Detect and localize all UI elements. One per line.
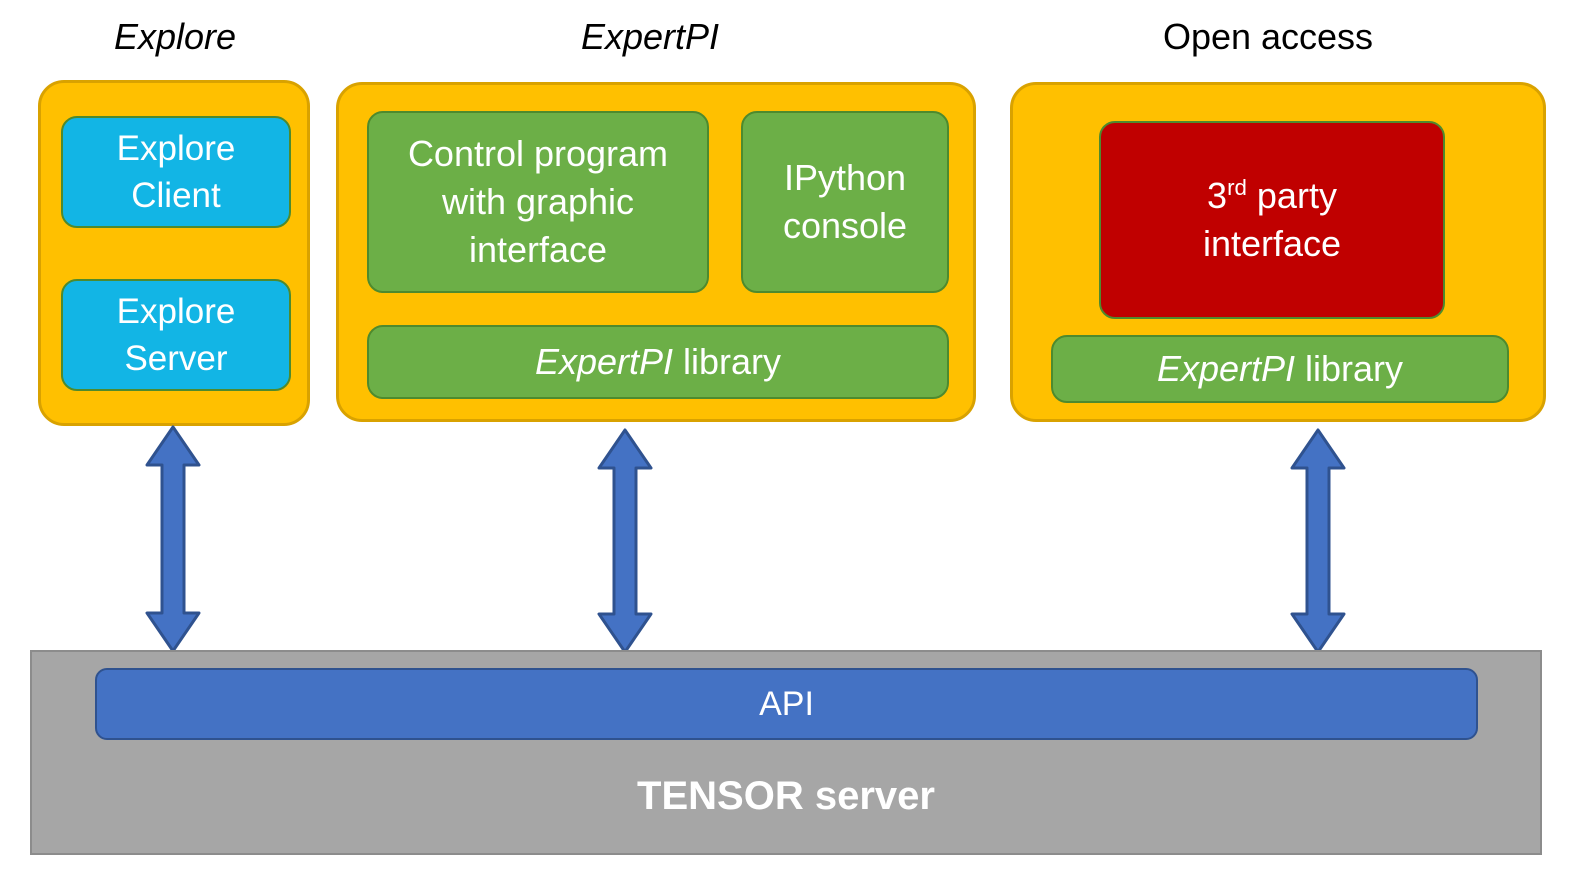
column-title-expertpi: ExpertPI (580, 16, 720, 57)
api-label: API (759, 684, 814, 723)
box-expertpi-library-label: ExpertPI library (369, 338, 947, 386)
explore-client-line2: Client (131, 176, 221, 215)
expertpi-library-brand: ExpertPI (534, 341, 674, 382)
box-ipython-console[interactable]: IPython console (741, 111, 949, 293)
box-third-party-interface[interactable]: 3rd party interface (1099, 121, 1445, 319)
column-title-open-access: Open access (1162, 16, 1374, 57)
openaccess-library-brand: ExpertPI (1156, 348, 1296, 389)
box-ipython-console-label: IPython console (743, 154, 947, 250)
tensor-server-label: TENSOR server (637, 774, 935, 818)
third-party-line2: interface (1202, 223, 1342, 264)
third-party-ordinal-suffix: rd (1227, 175, 1247, 200)
box-control-program-label: Control program with graphic interface (369, 130, 707, 274)
ipython-line1: IPython (783, 157, 907, 198)
explore-server-line1: Explore (116, 292, 236, 331)
panel-expertpi[interactable]: Control program with graphic interface IPy… (336, 82, 976, 422)
column-title-explore: Explore (113, 16, 237, 57)
connector-arrow-explore (144, 425, 202, 653)
box-control-program[interactable]: Control program with graphic interface (367, 111, 709, 293)
third-party-number: 3 (1207, 175, 1228, 216)
explore-client-line1: Explore (116, 129, 236, 168)
openaccess-library-word: library (1295, 348, 1404, 389)
ipython-line2: console (782, 205, 908, 246)
connector-arrow-expertpi (596, 428, 654, 654)
box-third-party-interface-label: 3rd party interface (1101, 172, 1443, 268)
expertpi-library-word: library (673, 341, 782, 382)
explore-server-line2: Server (124, 339, 228, 378)
api-bar[interactable]: API (95, 668, 1478, 740)
box-expertpi-library[interactable]: ExpertPI library (367, 325, 949, 399)
control-line1: Control program (407, 133, 669, 174)
box-openaccess-library[interactable]: ExpertPI library (1051, 335, 1509, 403)
tensor-server-bar[interactable]: API TENSOR server (30, 650, 1542, 855)
control-line2: with graphic (441, 181, 635, 222)
panel-open-access[interactable]: 3rd party interface ExpertPI library (1010, 82, 1546, 422)
box-openaccess-library-label: ExpertPI library (1053, 345, 1507, 393)
connector-arrow-open-access (1289, 428, 1347, 654)
third-party-word: party (1246, 175, 1337, 216)
control-line3: interface (468, 229, 608, 270)
